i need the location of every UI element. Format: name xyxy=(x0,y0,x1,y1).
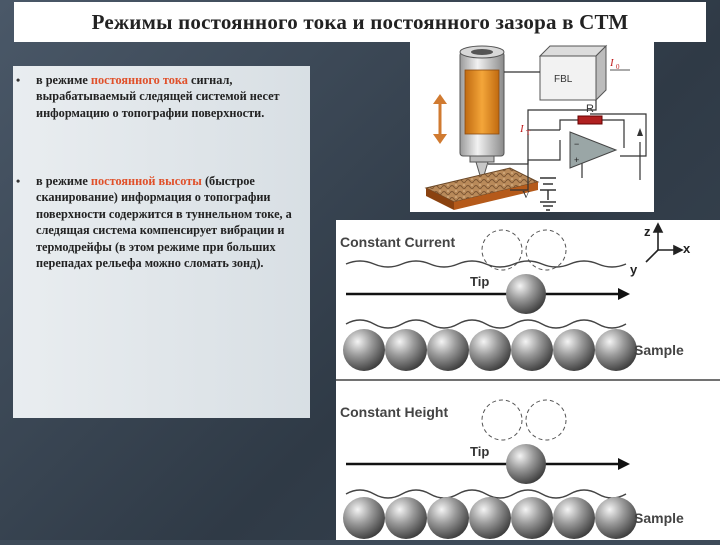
current-contour xyxy=(345,489,627,499)
mode-diagram: z x y Constant Current Tip Sample Consta… xyxy=(336,222,720,539)
axis-y-label: y xyxy=(630,262,638,277)
bullet-2-text: (быстрое сканирование) информация о топо… xyxy=(36,174,292,271)
scan-direction-arrow xyxy=(618,458,630,470)
tip-trajectory xyxy=(345,260,627,268)
battery xyxy=(540,177,556,200)
scan-direction-arrow xyxy=(618,288,630,300)
sample-atom-row-top xyxy=(343,329,637,371)
probe-tip xyxy=(475,161,489,184)
v-label: V xyxy=(522,189,530,201)
stm-schematic: FBL I 0 R − + I T xyxy=(424,44,647,211)
prev-tip-outline xyxy=(481,399,523,441)
bullet-constant-current: • в режиме постоянного тока сигнал, выра… xyxy=(16,72,298,121)
sample-label-bottom: Sample xyxy=(634,510,684,526)
piezo-scanner xyxy=(459,45,505,163)
sample-atom-row-bottom xyxy=(343,497,637,539)
current-contour xyxy=(345,319,627,329)
slide-title: Режимы постоянного тока и постоянного за… xyxy=(91,9,629,34)
tip-label: Tip xyxy=(470,274,489,289)
axis-indicator xyxy=(645,222,684,263)
bullet-1-prefix: в режиме xyxy=(36,73,91,87)
tip-atom xyxy=(506,274,546,314)
title-bar: Режимы постоянного тока и постоянного за… xyxy=(14,2,706,42)
tip-label: Tip xyxy=(470,444,489,459)
bullet-2-highlight: постоянной высоты xyxy=(90,174,202,188)
axis-x-label: x xyxy=(683,241,691,256)
op-amp-minus: − xyxy=(574,139,579,149)
bullet-2-prefix: в режиме xyxy=(36,174,91,188)
i0-label: I xyxy=(609,57,615,69)
circuit-wires xyxy=(488,71,647,191)
text-panel xyxy=(13,66,310,418)
op-amp xyxy=(569,131,618,169)
prev-tip-outline xyxy=(525,399,567,441)
op-amp-plus: + xyxy=(574,155,579,165)
bullet-dot: • xyxy=(16,174,21,188)
constant-height-title: Constant Height xyxy=(340,404,448,420)
mode-diagram-panel: z x y Constant Current Tip Sample Consta… xyxy=(336,220,720,540)
it-label: I xyxy=(519,123,525,135)
sample-surface xyxy=(424,167,540,210)
fbl-box: FBL xyxy=(538,44,608,102)
bullet-dot: • xyxy=(16,73,21,87)
ground-symbol xyxy=(540,201,556,211)
prev-tip-outline xyxy=(481,229,523,271)
vertical-motion-arrow xyxy=(433,94,447,144)
resistor xyxy=(577,115,603,125)
stm-schematic-panel: FBL I 0 R − + I T xyxy=(410,40,654,212)
tip-atom xyxy=(506,444,546,484)
prev-tip-outline xyxy=(525,229,567,271)
axis-z-label: z xyxy=(644,224,651,239)
sample-label-top: Sample xyxy=(634,342,684,358)
wire-arrow xyxy=(637,128,643,136)
bullet-constant-height: • в режиме постоянной высоты (быстрое ск… xyxy=(16,173,298,271)
r-label: R xyxy=(586,103,594,115)
it-subscript: T xyxy=(526,129,531,137)
bullet-1-text: сигнал, вырабатываемый следящей системой… xyxy=(36,73,280,120)
bullet-1-highlight: постоянного тока xyxy=(90,73,188,87)
constant-current-title: Constant Current xyxy=(340,234,455,250)
fbl-label: FBL xyxy=(554,74,573,85)
i0-subscript: 0 xyxy=(616,63,620,71)
